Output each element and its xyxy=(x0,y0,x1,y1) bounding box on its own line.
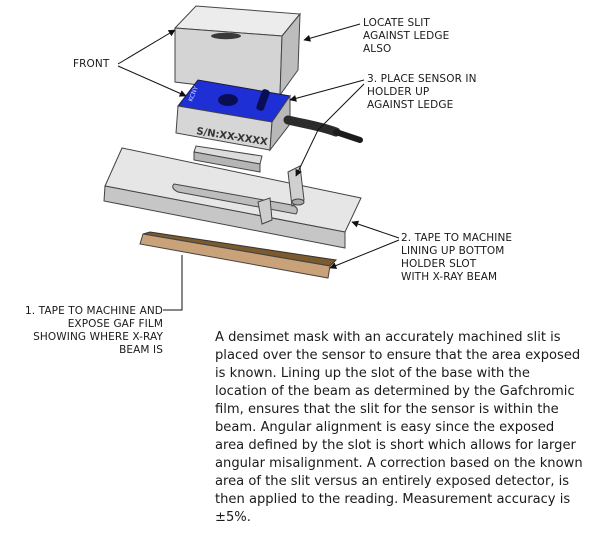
callout-line: AGAINST LEDGE xyxy=(363,30,450,42)
sensor-window xyxy=(218,94,238,106)
callout-line: HOLDER SLOT xyxy=(401,258,477,270)
callout-line: EXPOSE GAF FILM xyxy=(67,318,163,330)
description-paragraph: A densimet mask with an accurately machi… xyxy=(215,330,583,525)
callout-line: LINING UP BOTTOM xyxy=(401,245,505,257)
callout-line: HOLDER UP xyxy=(367,86,430,98)
callout-line: WITH X-RAY BEAM xyxy=(401,271,498,283)
callout-tape-to-machine-1: 1. TAPE TO MACHINE AND EXPOSE GAF FILM S… xyxy=(6,305,163,357)
densimet-mask xyxy=(173,5,301,97)
callout-line: SHOWING WHERE X-RAY xyxy=(33,331,163,343)
gaf-film-strip xyxy=(139,231,338,279)
callout-front: FRONT xyxy=(73,58,109,71)
mask-slit xyxy=(211,32,241,40)
callout-place-sensor: 3. PLACE SENSOR IN HOLDER UP AGAINST LED… xyxy=(367,73,477,112)
callout-tape-to-machine-2: 2. TAPE TO MACHINE LINING UP BOTTOM HOLD… xyxy=(401,232,512,284)
callout-line: 3. PLACE SENSOR IN xyxy=(367,73,477,85)
callout-line: BEAM IS xyxy=(119,344,163,356)
callout-line: 2. TAPE TO MACHINE xyxy=(401,232,513,244)
callout-line: ALSO xyxy=(363,43,392,55)
base-holder xyxy=(103,145,362,249)
callout-front-line: FRONT xyxy=(73,58,110,70)
callout-locate-slit: LOCATE SLIT AGAINST LEDGE ALSO xyxy=(363,17,449,56)
callout-line: AGAINST LEDGE xyxy=(367,99,454,111)
callout-line: 1. TAPE TO MACHINE AND xyxy=(25,305,163,317)
sensor-cable xyxy=(283,115,341,137)
callout-line: LOCATE SLIT xyxy=(363,17,430,29)
leader-lines xyxy=(117,23,400,311)
